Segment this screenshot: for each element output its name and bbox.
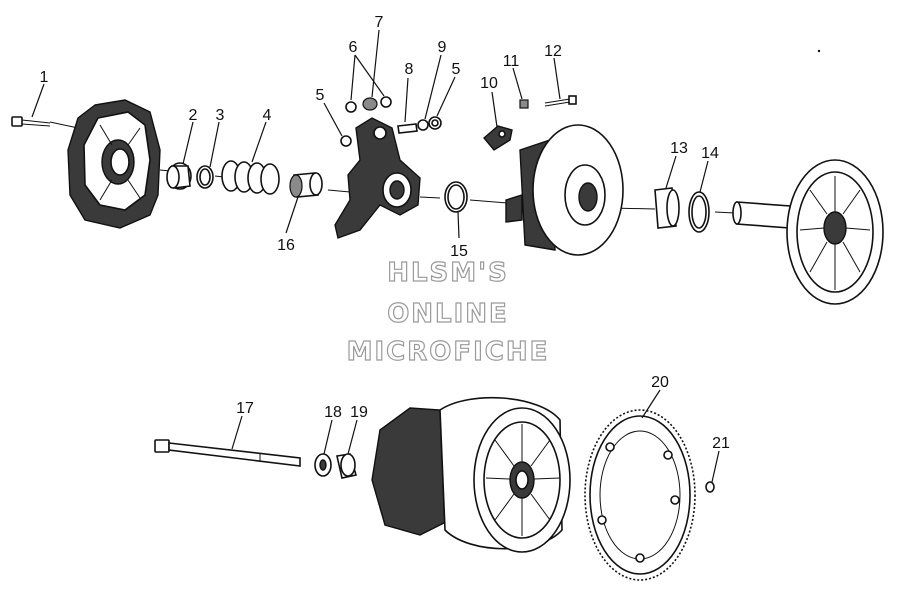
watermark-line-3: MICROFICHE: [347, 337, 550, 367]
part-1-bolt: [11, 116, 51, 127]
callout-7: 7: [375, 14, 384, 31]
part-21-washer: [705, 481, 715, 493]
callout-15: 15: [450, 243, 468, 260]
part-13-bushing: [654, 187, 680, 229]
part-clutch-assembly: [371, 396, 571, 553]
callout-1: 1: [40, 69, 49, 86]
callout-labels: 1 2 3 4 5 6 7 8 9 5 10 11 12 13 14 15 16…: [40, 14, 730, 452]
part-9-washer: [417, 119, 429, 131]
part-5-ball-right: [428, 116, 442, 130]
part-18-washer: [314, 453, 332, 477]
part-cover-plate: [67, 99, 161, 229]
callout-4: 4: [263, 107, 272, 124]
callout-9: 9: [438, 39, 447, 56]
part-7-roller: [362, 97, 378, 111]
part-12-bolt: [544, 95, 577, 107]
callout-5-left: 5: [316, 87, 325, 104]
watermark-line-2: ONLINE: [387, 299, 509, 329]
callout-16: 16: [277, 237, 295, 254]
watermark-line-1: HLSM'S: [387, 258, 509, 288]
part-15-ring: [444, 181, 468, 213]
leader-lines: [31, 29, 720, 483]
callout-6: 6: [349, 39, 358, 56]
part-4-spring: [221, 160, 280, 195]
callout-8: 8: [405, 61, 414, 78]
part-10-weight: [483, 125, 513, 151]
part-11-nut: [519, 99, 529, 109]
watermark: HLSM'S ONLINE MICROFICHE: [346, 257, 550, 367]
part-20-ring-gear: [584, 409, 696, 581]
part-fixed-sheave: [732, 159, 884, 305]
callout-2: 2: [189, 107, 198, 124]
callout-3: 3: [216, 107, 225, 124]
part-3-ring: [196, 165, 214, 189]
stray-mark: [817, 49, 821, 53]
callout-20: 20: [651, 374, 669, 391]
part-19-bushing: [336, 453, 358, 479]
part-8-pin: [397, 123, 418, 134]
part-5-ball-left: [340, 135, 352, 147]
callout-17: 17: [236, 400, 254, 417]
callout-18: 18: [324, 404, 342, 421]
callout-10: 10: [480, 75, 498, 92]
part-17-bolt: [154, 439, 301, 467]
callout-13: 13: [670, 140, 688, 157]
callout-21: 21: [712, 435, 730, 452]
part-6-washers: [345, 96, 392, 113]
callout-11: 11: [503, 53, 520, 70]
callout-5-right: 5: [452, 61, 461, 78]
callout-12: 12: [544, 43, 562, 60]
part-16-bushing: [289, 172, 323, 198]
part-2-bushing: [166, 162, 192, 190]
part-14-ring: [688, 191, 710, 233]
part-movable-sheave: [505, 124, 624, 256]
callout-14: 14: [701, 145, 719, 162]
callout-19: 19: [350, 404, 368, 421]
part-spider: [334, 117, 421, 239]
